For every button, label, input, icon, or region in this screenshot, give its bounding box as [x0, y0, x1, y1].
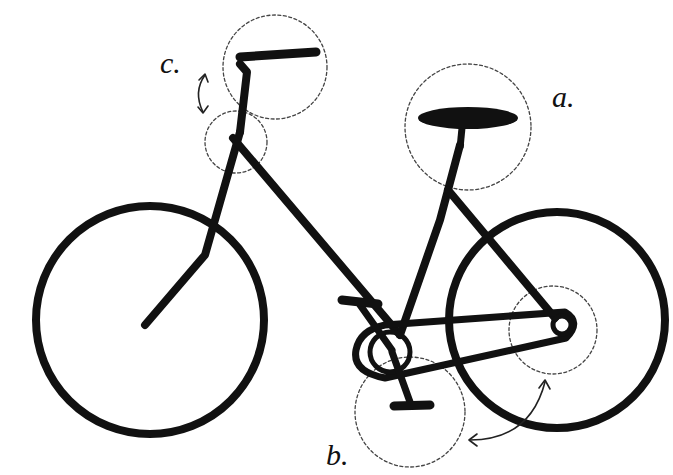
callout-letter: a.	[552, 82, 575, 112]
seat-stay	[448, 190, 555, 318]
handlebar	[240, 52, 316, 57]
fork	[145, 132, 240, 325]
down-tube	[233, 138, 400, 335]
arrowhead	[469, 434, 477, 446]
arrowhead	[539, 380, 550, 389]
crank	[392, 352, 410, 402]
pedal	[342, 300, 378, 304]
seat-tube	[400, 145, 460, 335]
callout-circle	[405, 64, 531, 190]
crank	[360, 305, 392, 350]
saddle	[418, 107, 518, 129]
arrowhead	[199, 74, 208, 82]
adjust-arrow	[470, 382, 545, 440]
seat-post	[460, 128, 462, 148]
pedal	[394, 405, 430, 406]
callout-letter: c.	[160, 48, 181, 78]
callout-letter: b.	[326, 440, 349, 470]
stem	[240, 64, 247, 132]
rear-hub	[553, 316, 571, 334]
callout-circle	[509, 286, 597, 374]
arrowhead	[198, 106, 208, 113]
